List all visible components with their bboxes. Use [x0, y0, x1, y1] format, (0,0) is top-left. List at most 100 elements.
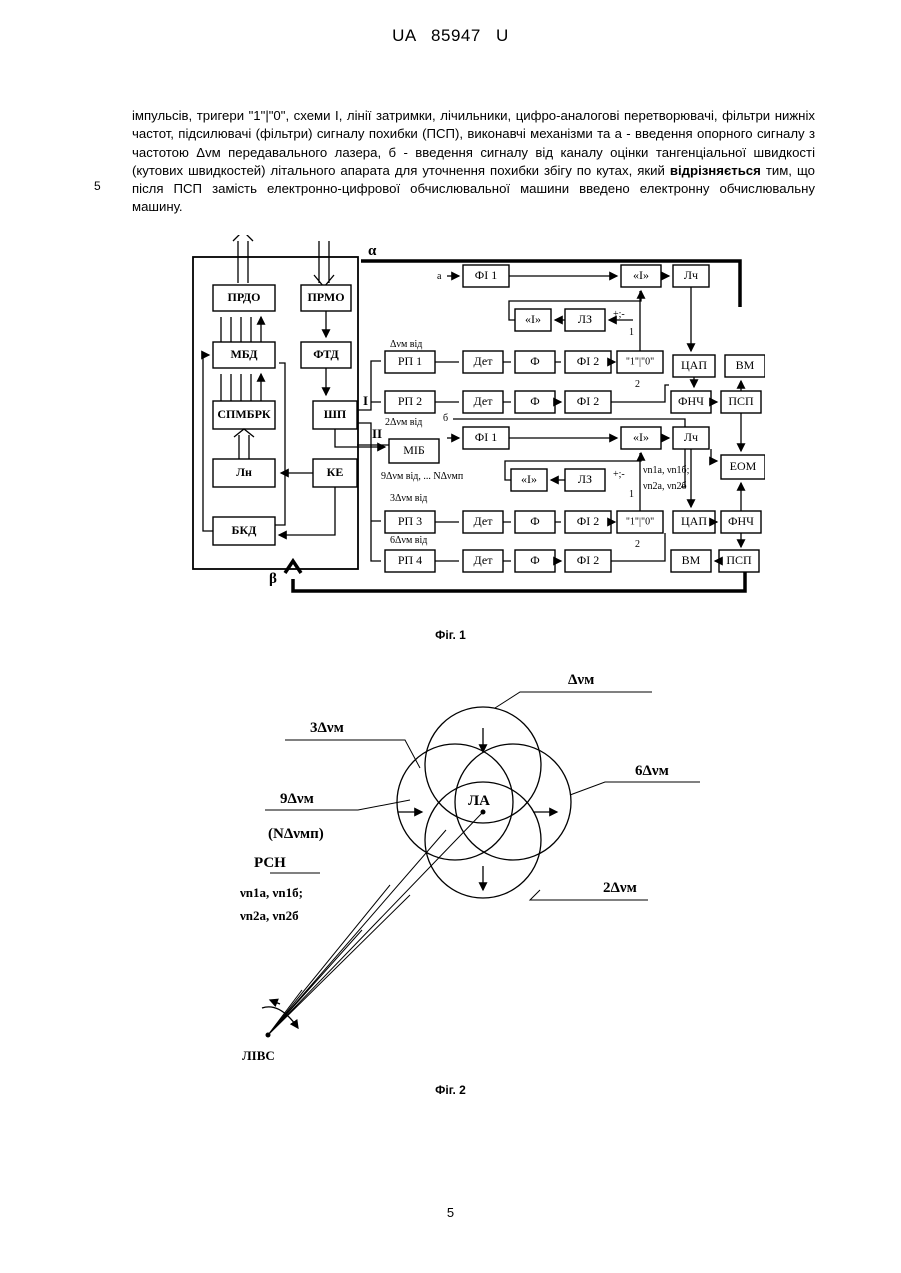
- block-f-3-label: Ф: [530, 514, 539, 528]
- block-and-4-label: «І»: [521, 472, 537, 486]
- block-rp3-label: РП 3: [398, 514, 422, 528]
- label-b: б: [443, 413, 448, 424]
- block-lz-1-label: ЛЗ: [578, 312, 592, 326]
- label-roman-ii: ІІ: [372, 426, 382, 441]
- block-and-3-label: «І»: [633, 430, 649, 444]
- block-shp-label: ШП: [324, 407, 347, 421]
- block-f-1-label: Ф: [530, 354, 539, 368]
- bus-spmbrk-mbd: [221, 374, 261, 401]
- link-bkd-mbd-right: [275, 363, 285, 525]
- link-fi2-lpf: [611, 385, 669, 402]
- link-bkd-mbd: [203, 355, 213, 531]
- patent-header: UA 85947 U: [0, 26, 901, 46]
- link-shp-output-ii: [357, 423, 381, 561]
- libs-point: [266, 1033, 271, 1038]
- block-det-4-label: Дет: [474, 553, 494, 567]
- block-spmbrk-label: СПМБРК: [217, 407, 271, 421]
- beta-arrowhead: [285, 561, 301, 573]
- block-and-2-label: «І»: [525, 312, 541, 326]
- block-det-2-label: Дет: [474, 394, 494, 408]
- figure-1-diagram: α β ПРДО ПРМО МБД ФТД СПМБРК ШП Лн КЕ БК…: [185, 235, 765, 605]
- block-lch-1-label: Лч: [684, 268, 698, 282]
- label-one-1: 1: [629, 327, 634, 338]
- block-rp4-label: РП 4: [398, 553, 422, 567]
- block-psp-2-label: ПСП: [726, 553, 752, 567]
- block-vm-1-label: ВМ: [736, 358, 755, 372]
- link-lch-eom: [711, 449, 717, 461]
- label-dv6: 6Δνм: [635, 763, 669, 779]
- label-beta: β: [269, 571, 277, 587]
- label-roman-i: І: [363, 393, 368, 408]
- prmo-input-arrow: [314, 241, 334, 287]
- label-freq-1: Δνм від: [390, 339, 422, 350]
- block-det-1-label: Дет: [474, 354, 494, 368]
- page-number: 5: [0, 1205, 901, 1220]
- block-fi1-1-label: ФІ 1: [475, 268, 497, 282]
- block-ftd-label: ФТД: [313, 347, 339, 361]
- label-freq-3: 3Δνм від: [390, 493, 427, 504]
- block-fi2-2-label: ФІ 2: [577, 394, 599, 408]
- leader-dv3: [285, 740, 420, 768]
- label-two-2: 2: [635, 539, 640, 550]
- label-two-1: 2: [635, 379, 640, 390]
- block-rp2-label: РП 2: [398, 394, 422, 408]
- block-f-2-label: Ф: [530, 394, 539, 408]
- label-dv3: 3Δνм: [310, 720, 344, 736]
- ray-short: [268, 990, 302, 1035]
- block-lpf-2-label: ФНЧ: [728, 514, 754, 528]
- label-dv9: 9Δνм: [280, 791, 314, 807]
- label-pm-1: +;-: [613, 309, 625, 320]
- block-prmo-label: ПРМО: [307, 290, 344, 304]
- label-nu2: νn2a, νn2б: [240, 908, 299, 923]
- paragraph-emphasis: відрізняється: [670, 163, 761, 178]
- leader-dv: [495, 692, 652, 708]
- block-trigger-1-label: "1"|"0": [626, 356, 654, 367]
- block-lz-2-label: ЛЗ: [578, 472, 592, 486]
- link-ke-bkd: [279, 487, 335, 535]
- label-freq-9: 9Δνм від, ... NΔνмп: [381, 471, 464, 482]
- block-fi2-1-label: ФІ 2: [577, 354, 599, 368]
- label-dv2: 2Δνм: [603, 880, 637, 896]
- bus-mbd-prdo: [221, 317, 261, 342]
- block-eom-label: ЕОМ: [730, 459, 757, 473]
- label-nu-a: νn1a, νn1б;: [643, 465, 690, 476]
- label-la: ЛА: [468, 793, 490, 809]
- block-dac-1-label: ЦАП: [681, 358, 707, 372]
- bus-ln-spmbrk: [239, 435, 249, 459]
- figure-2-diagram: ЛА Δνм 3Δνм 6Δνм 9Δνм (NΔνмп) РСН νn1a, …: [240, 660, 700, 1070]
- block-dac-2-label: ЦАП: [681, 514, 707, 528]
- label-pm-2: +;-: [613, 469, 625, 480]
- block-bkd-label: БКД: [232, 523, 258, 537]
- rotation-arrow-back: [270, 1000, 280, 1004]
- label-dv: Δνм: [568, 672, 594, 688]
- label-freq-6: 6Δνм від: [390, 535, 427, 546]
- leader-dv6: [570, 782, 700, 795]
- label-nu-b: νn2a, νn2б: [643, 481, 687, 492]
- line-number: 5: [94, 179, 101, 193]
- label-libs: ЛІВС: [242, 1048, 275, 1063]
- block-fi2-4-label: ФІ 2: [577, 553, 599, 567]
- figure-1-caption: Фіг. 1: [0, 628, 901, 642]
- block-psp-1-label: ПСП: [728, 394, 754, 408]
- block-mbd-label: МБД: [230, 347, 258, 361]
- label-ndv: (NΔνмп): [268, 826, 324, 842]
- bus-ln-arrow: [234, 429, 254, 437]
- block-fi1-2-label: ФІ 1: [475, 430, 497, 444]
- link-shp-output-i: [357, 361, 381, 410]
- block-and-1-label: «І»: [633, 268, 649, 282]
- block-vm-2-label: ВМ: [682, 553, 701, 567]
- claim-paragraph: імпульсів, тригери "1"|"0", схеми І, лін…: [132, 107, 815, 217]
- prdo-output-arrow: [233, 235, 253, 283]
- block-lch-2-label: Лч: [684, 430, 698, 444]
- block-lpf-1-label: ФНЧ: [678, 394, 704, 408]
- label-rsn: РСН: [254, 855, 286, 871]
- label-a: а: [437, 271, 442, 282]
- label-one-2: 1: [629, 489, 634, 500]
- beta-feedback-line: [293, 570, 745, 591]
- rays-from-libs: [268, 812, 483, 1035]
- block-fi2-3-label: ФІ 2: [577, 514, 599, 528]
- figure-2-caption: Фіг. 2: [0, 1083, 901, 1097]
- label-nu1: νn1a, νn1б;: [240, 885, 303, 900]
- block-mib-label: МІБ: [403, 443, 425, 457]
- block-det-3-label: Дет: [474, 514, 494, 528]
